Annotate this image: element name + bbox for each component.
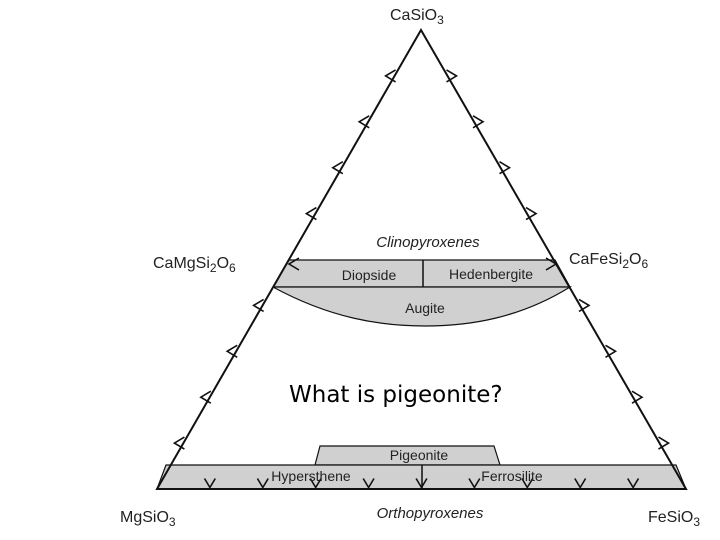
right-side-tick-icon	[472, 115, 485, 129]
augite-label: Augite	[405, 300, 445, 316]
apex-formula-label: CaSiO3	[390, 7, 444, 27]
right-side-tick-icon	[499, 161, 512, 175]
bottom-side-tick-icon	[468, 478, 481, 490]
clino-left-arrow-icon	[287, 257, 300, 271]
bottom-side-tick-icon	[203, 478, 216, 490]
left-side-tick-icon	[225, 344, 238, 358]
right-side-tick-icon	[605, 344, 618, 358]
bottom-side-tick-icon	[415, 478, 428, 490]
pigeonite-label: Pigeonite	[390, 447, 449, 463]
bottom-side-tick-icon	[256, 478, 269, 490]
hypersthene-label: Hypersthene	[271, 468, 351, 484]
left-mid-formula-label: CaMgSi2O6	[153, 255, 236, 275]
right-side-tick-icon	[578, 298, 591, 313]
orthopyroxenes-label: Orthopyroxenes	[377, 505, 484, 522]
bottom-side-tick-icon	[627, 478, 640, 490]
bottom-side-tick-icon	[309, 478, 322, 490]
left-side-tick-icon	[357, 115, 370, 129]
right-side-tick-icon	[525, 206, 538, 221]
hedenbergite-label: Hedenbergite	[449, 266, 533, 282]
right-side-tick-icon	[446, 69, 459, 83]
left-side-tick-icon	[384, 69, 397, 83]
bottom-side-tick-icon	[362, 478, 375, 490]
question-text: What is pigeonite?	[289, 382, 503, 408]
left-side-tick-icon	[199, 390, 212, 404]
left-side-tick-icon	[172, 436, 185, 450]
bottom-right-formula-label: FeSiO3	[648, 509, 700, 529]
right-side-tick-icon	[631, 390, 644, 404]
ternary-tick-marks	[172, 69, 671, 490]
bottom-side-tick-icon	[521, 478, 534, 490]
right-mid-formula-label: CaFeSi2O6	[569, 251, 649, 271]
bottom-left-formula-label: MgSiO3	[120, 509, 176, 529]
left-side-tick-icon	[304, 206, 317, 221]
bottom-side-tick-icon	[574, 478, 587, 490]
ferrosilite-label: Ferrosilite	[481, 468, 543, 484]
left-side-tick-icon	[331, 161, 344, 175]
left-side-tick-icon	[252, 298, 265, 313]
clinopyroxenes-label: Clinopyroxenes	[376, 234, 480, 251]
right-side-tick-icon	[658, 436, 671, 450]
clino-right-arrow-icon	[545, 257, 558, 271]
diopside-label: Diopside	[342, 267, 397, 283]
augite-field	[272, 286, 573, 327]
